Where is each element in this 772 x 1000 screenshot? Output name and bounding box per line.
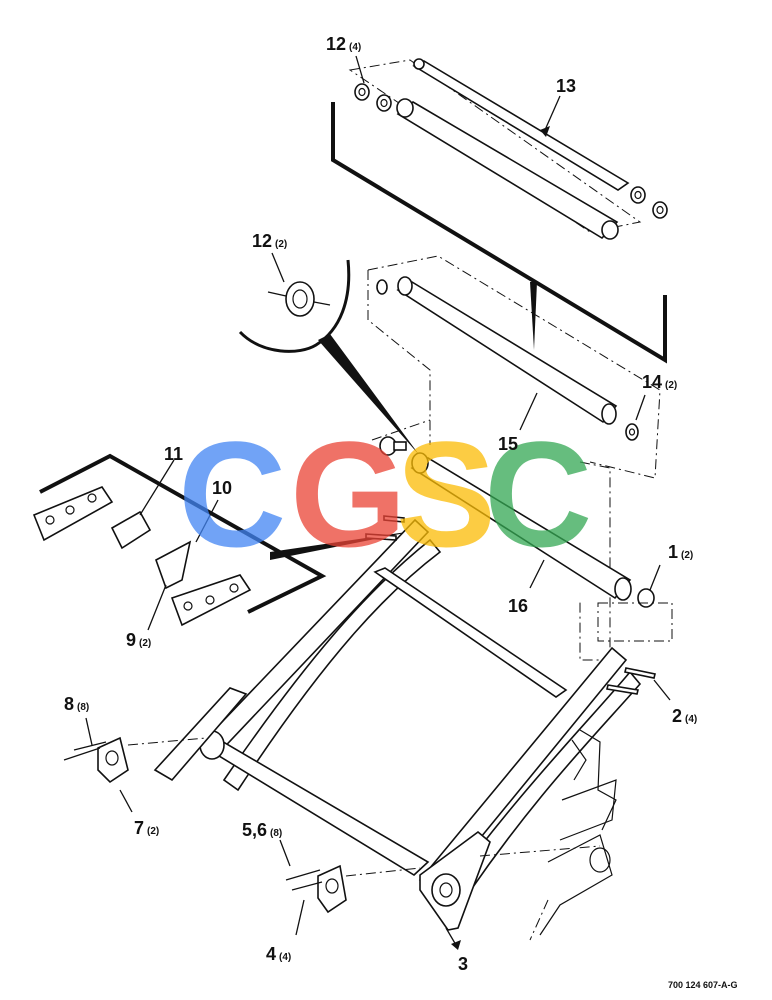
watermark-letter-g: G xyxy=(290,410,407,578)
callout-9: 9(2) xyxy=(126,630,151,650)
callout-11: 11 xyxy=(164,444,183,464)
callout-7: 7(2) xyxy=(134,818,159,838)
bolt-2-icon xyxy=(606,667,656,695)
callout-10: 10 xyxy=(212,478,232,498)
watermark: C G S C xyxy=(178,410,592,578)
callout-12-top: 12(4) xyxy=(326,34,361,54)
bearing-detail xyxy=(238,252,420,456)
upper-tube-roller-icon xyxy=(396,98,619,240)
watermark-letter-s: S xyxy=(396,410,496,578)
callout-4: 4(4) xyxy=(266,944,291,964)
callout-3: 3 xyxy=(458,954,468,974)
bearing-housing-4-icon xyxy=(279,839,601,936)
guide-10-icon xyxy=(155,540,192,590)
mount-plate-lower-icon xyxy=(170,574,252,627)
upper-roller-assembly xyxy=(331,55,668,364)
watermark-letter-c1: C xyxy=(178,410,286,578)
bearing-14-icon xyxy=(376,279,639,441)
roller-15-group xyxy=(367,255,661,479)
roller-13-icon xyxy=(412,58,630,191)
callout-15: 15 xyxy=(498,434,518,454)
guide-11-icon xyxy=(110,510,152,550)
callout-13: 13 xyxy=(556,76,576,96)
watermark-letter-c2: C xyxy=(484,410,592,578)
callout-labels: 12(4) 13 12(2) 14(2) 15 11 10 1(2) 16 9(… xyxy=(64,34,738,990)
callout-14: 14(2) xyxy=(642,372,677,392)
adjacent-frame-partial xyxy=(529,729,617,941)
roller-16-group xyxy=(371,419,673,661)
callout-1: 1(2) xyxy=(668,542,693,562)
reference-number: 700 124 607-A-G xyxy=(668,980,738,990)
bearing-housing-7-icon xyxy=(63,717,207,813)
roller-16-icon xyxy=(410,452,632,601)
callout-2: 2(4) xyxy=(672,706,697,726)
bearing-12-icon xyxy=(354,83,668,219)
bearing-12-detail-icon xyxy=(267,281,331,317)
main-frame xyxy=(153,515,671,950)
mount-plate-upper-icon xyxy=(32,486,114,542)
callout-12-mid: 12(2) xyxy=(252,231,287,251)
callout-16: 16 xyxy=(508,596,528,616)
callout-8: 8(8) xyxy=(64,694,89,714)
roller-15-icon xyxy=(396,276,618,425)
callout-5-6: 5,6(8) xyxy=(242,820,282,840)
